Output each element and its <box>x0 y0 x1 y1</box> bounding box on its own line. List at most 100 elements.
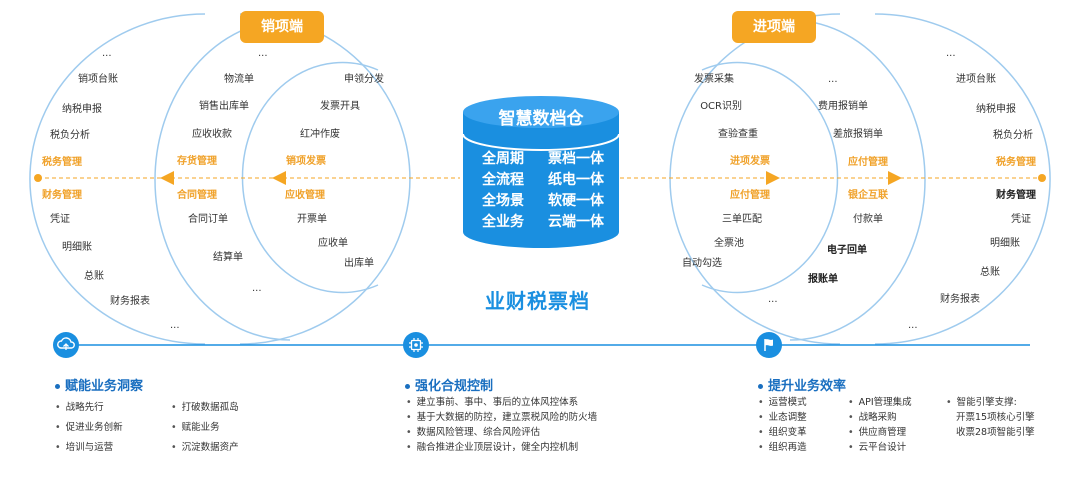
right-middle-item: 银企互联 <box>848 190 888 201</box>
section-title-compliance: 强化合规控制 <box>405 375 493 394</box>
section1-item: 打破数据孤岛 <box>171 402 239 414</box>
right-middle-item: 费用报销单 <box>818 101 868 112</box>
right-outer-item: 财务管理 <box>996 190 1036 201</box>
db-row-1-right: 票档一体 <box>548 151 604 167</box>
left-middle-item: 合同管理 <box>177 190 217 201</box>
right-outer-item: 税负分析 <box>993 130 1033 141</box>
left-inner-item: 发票开具 <box>320 101 360 112</box>
right-outer-item: 纳税申报 <box>976 104 1016 115</box>
bullet-dot <box>758 384 763 389</box>
right-middle-item: 电子回单 <box>827 245 867 256</box>
sales-side-header: 销项端 <box>240 11 324 43</box>
left-outer-item: 财务报表 <box>110 296 150 307</box>
left-outer-item: 纳税申报 <box>62 104 102 115</box>
left-middle-arc <box>154 19 291 341</box>
left-outer-item: 总账 <box>84 271 104 282</box>
purchase-side-header: 进项端 <box>732 11 816 43</box>
left-middle-item: 销售出库单 <box>199 101 249 112</box>
cloud-icon <box>53 332 79 358</box>
left-arrow-icon <box>272 171 286 185</box>
right-inner-item: 三单匹配 <box>722 214 762 225</box>
left-inner-item: 出库单 <box>344 258 374 269</box>
right-middle-item: 付款单 <box>853 214 883 225</box>
right-arrow-icon <box>766 171 780 185</box>
left-outer-item: ... <box>102 48 112 59</box>
section2-item: 基于大数据的防控，建立票税风险的防火墙 <box>406 412 598 424</box>
right-axis-dot <box>1038 174 1046 182</box>
right-inner-item: 自动勾选 <box>682 258 722 269</box>
left-middle-item: 合同订单 <box>188 214 228 225</box>
chip-icon <box>403 332 429 358</box>
right-outer-arc <box>874 13 1051 345</box>
section1-item: 战略先行 <box>55 402 104 414</box>
flag-icon <box>756 332 782 358</box>
left-inner-item: 红冲作废 <box>300 129 340 140</box>
section3-item: 组织再造 <box>758 442 807 454</box>
right-middle-item: 应付管理 <box>848 157 888 168</box>
section2-item: 建立事前、事中、事后的立体风控体系 <box>406 397 579 409</box>
section3-item: 供应商管理 <box>848 427 907 439</box>
left-middle-item: 结算单 <box>213 252 243 263</box>
section-title-text: 赋能业务洞察 <box>65 379 144 394</box>
right-inner-item: 进项发票 <box>730 156 770 167</box>
section3-item: 运营模式 <box>758 397 807 409</box>
left-outer-item: ... <box>170 320 180 331</box>
section1-item: 培训与运营 <box>55 442 114 454</box>
section3-item: 智能引擎支撑: <box>946 397 1017 409</box>
right-middle-item: ... <box>828 74 838 85</box>
section2-item: 融合推进企业顶层设计，健全内控机制 <box>406 442 579 454</box>
left-inner-item: 应收管理 <box>285 190 325 201</box>
left-middle-item: 存货管理 <box>177 156 217 167</box>
db-row-1-left: 全周期 <box>482 151 524 167</box>
right-inner-item: 查验查重 <box>718 129 758 140</box>
left-middle-item: 应收收款 <box>192 129 232 140</box>
center-title: 业财税票档 <box>485 289 590 313</box>
section-title-insight: 赋能业务洞察 <box>55 375 143 394</box>
right-outer-item: 凭证 <box>1011 214 1031 225</box>
section1-item: 促进业务创新 <box>55 422 123 434</box>
db-row-2-right: 纸电一体 <box>548 172 604 188</box>
right-outer-item: ... <box>908 320 918 331</box>
left-outer-arc <box>29 13 206 345</box>
section-title-text: 强化合规控制 <box>415 379 494 394</box>
bullet-dot <box>55 384 60 389</box>
section2-item: 数据风险管理、综合风险评估 <box>406 427 541 439</box>
left-outer-item: 凭证 <box>50 214 70 225</box>
section1-item: 赋能业务 <box>171 422 220 434</box>
right-middle-item: 差旅报销单 <box>833 129 883 140</box>
right-outer-item: 财务报表 <box>940 294 980 305</box>
left-inner-item: 申领分发 <box>344 74 384 85</box>
left-outer-item: 明细账 <box>62 242 92 253</box>
left-axis-dot <box>34 174 42 182</box>
left-middle-item: 物流单 <box>224 74 254 85</box>
left-inner-item: 开票单 <box>297 214 327 225</box>
db-row-3-right: 软硬一体 <box>548 193 604 209</box>
section3-item: 业态调整 <box>758 412 807 424</box>
right-middle-item: 报账单 <box>808 274 838 285</box>
database-cylinder-band <box>462 133 620 151</box>
right-middle-arc <box>789 19 926 341</box>
right-inner-item: 发票采集 <box>694 74 734 85</box>
bullet-dot <box>405 384 410 389</box>
left-inner-item: 应收单 <box>318 238 348 249</box>
section1-item: 沉淀数据资产 <box>171 442 239 454</box>
right-outer-item: 明细账 <box>990 238 1020 249</box>
section3-item: 战略采购 <box>848 412 897 424</box>
right-outer-item: 进项台账 <box>956 74 996 85</box>
database-title: 智慧数档仓 <box>498 109 584 129</box>
section3-item: 组织变革 <box>758 427 807 439</box>
right-outer-item: 总账 <box>980 267 1000 278</box>
right-outer-item: 税务管理 <box>996 157 1036 168</box>
database-cylinder-top <box>463 96 619 128</box>
db-row-3-left: 全场景 <box>482 193 524 209</box>
left-outer-item: 财务管理 <box>42 190 82 201</box>
right-outer-item: ... <box>946 48 956 59</box>
left-outer-item: 销项台账 <box>78 74 118 85</box>
section3-item: 云平台设计 <box>848 442 907 454</box>
left-arrow-icon <box>160 171 174 185</box>
left-outer-item: 税负分析 <box>50 130 90 141</box>
right-inner-item: 应付管理 <box>730 190 770 201</box>
db-row-4-left: 全业务 <box>482 214 524 230</box>
section3-item: 收票28项智能引擎 <box>956 427 1035 438</box>
